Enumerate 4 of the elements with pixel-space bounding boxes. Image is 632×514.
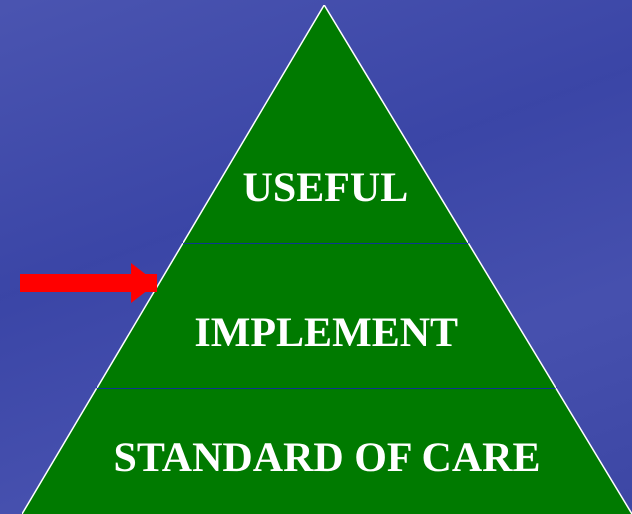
- tier-label: USEFUL: [242, 164, 410, 212]
- tier-label: STANDARD OF CARE: [112, 434, 542, 482]
- arrow: [20, 263, 158, 303]
- tier-label: IMPLEMENT: [193, 309, 460, 357]
